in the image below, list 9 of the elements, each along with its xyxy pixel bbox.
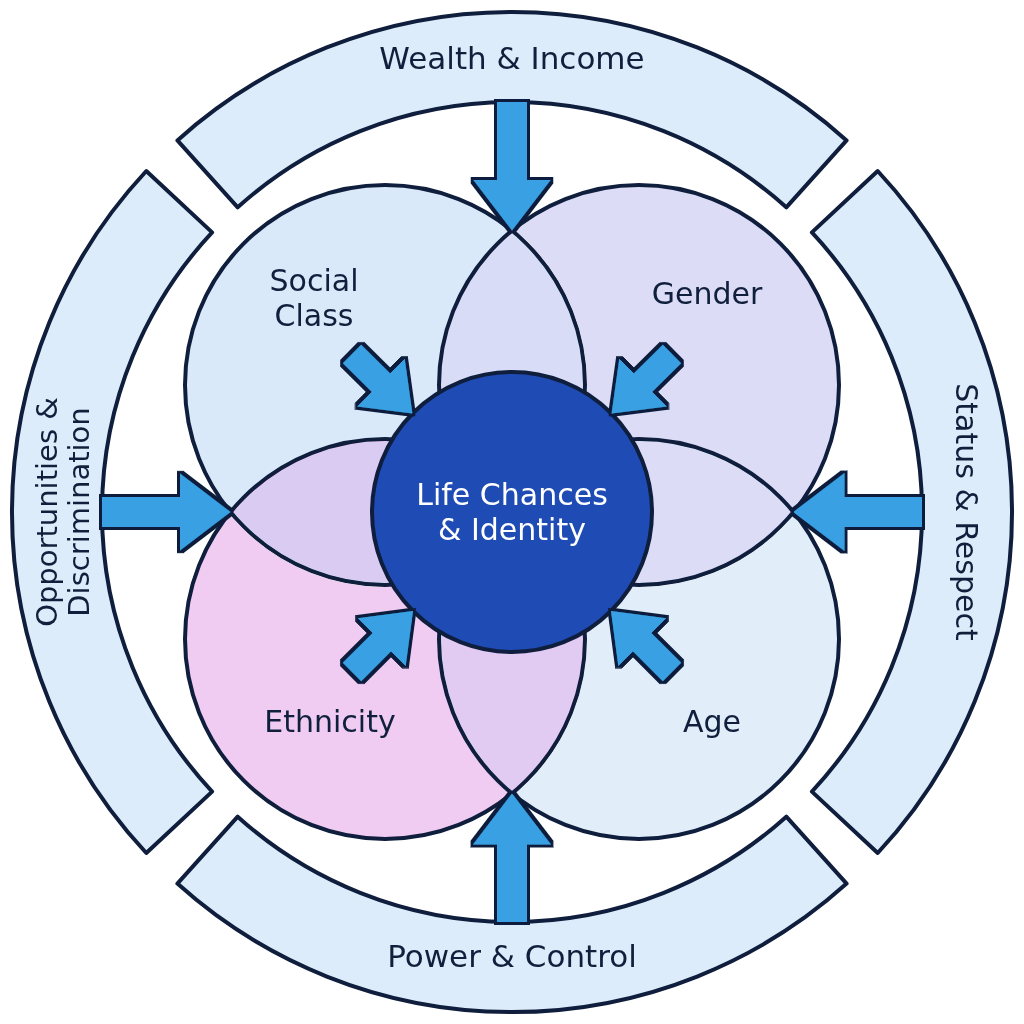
band-label: Opportunities & Discrimination (32, 396, 96, 628)
circle-label: Gender (650, 276, 764, 312)
band-label: Power & Control (386, 938, 638, 974)
center-label: Life Chances & Identity (415, 477, 609, 547)
band-label: Status & Respect (949, 382, 983, 642)
circle-label: Social Class (268, 263, 360, 333)
circle-label: Age (682, 704, 742, 740)
band-label: Wealth & Income (378, 40, 646, 76)
circle-label: Ethnicity (263, 704, 397, 740)
